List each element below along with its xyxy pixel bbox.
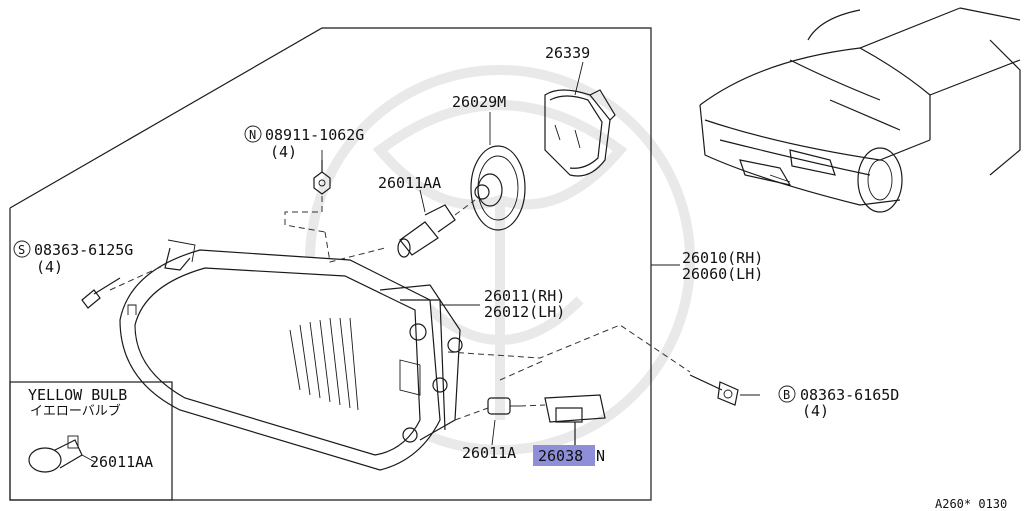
label-08911-qty: (4) (270, 143, 297, 161)
bulb-26011aa (397, 204, 456, 258)
label-26038n-suffix: N (596, 447, 605, 465)
label-26011: 26011(RH) (484, 287, 565, 305)
inset-title: YELLOW BULB (28, 386, 127, 404)
label-26010: 26010(RH) (682, 249, 763, 267)
label-08363-6125g: 08363-6125G (34, 241, 133, 259)
inset-part-label: 26011AA (90, 453, 153, 471)
small-bulb-socket (487, 394, 606, 445)
inset-subtitle-jp: イエローバルブ (30, 403, 121, 419)
assembly-dashed-lines (109, 196, 691, 421)
car-illustration (699, 7, 1021, 213)
label-26012: 26012(LH) (484, 303, 565, 321)
leader-lines (321, 61, 760, 446)
label-26011a: 26011A (462, 444, 516, 462)
screw-08363-6125g (81, 277, 121, 309)
screw-08363-6165d (689, 374, 739, 406)
label-08911: 08911-1062G (265, 126, 364, 144)
label-26060: 26060(LH) (682, 265, 763, 283)
label-26038n-group[interactable]: 26038 N (533, 445, 605, 466)
label-26038n[interactable]: 26038 (538, 447, 583, 465)
label-08363-6165d: 08363-6165D (800, 386, 899, 404)
headlamp-housing (119, 239, 463, 471)
nut-08911 (313, 160, 331, 195)
diagram-code: A260* 0130 (935, 497, 1007, 511)
label-08363-6165d-prefix: B (783, 388, 790, 402)
highlight-26038n[interactable] (533, 445, 595, 466)
label-08363-6125g-qty: (4) (36, 258, 63, 276)
bulb-cover-parts (470, 89, 616, 231)
label-08911-prefix: N (249, 128, 256, 142)
label-08911-group: N 08911-1062G (4) (244, 125, 364, 161)
label-26029m: 26029M (452, 93, 506, 111)
label-26339: 26339 (545, 44, 590, 62)
label-08363-6165d-qty: (4) (802, 402, 829, 420)
yellow-bulb-inset: YELLOW BULB イエローバルブ 26011AA (9, 381, 173, 501)
label-08363-6125g-group: S 08363-6125G (4) (13, 240, 133, 276)
label-08363-6165d-group: B 08363-6165D (4) (778, 385, 899, 420)
label-08363-6125g-prefix: S (18, 243, 25, 257)
label-26011aa-top: 26011AA (378, 174, 441, 192)
